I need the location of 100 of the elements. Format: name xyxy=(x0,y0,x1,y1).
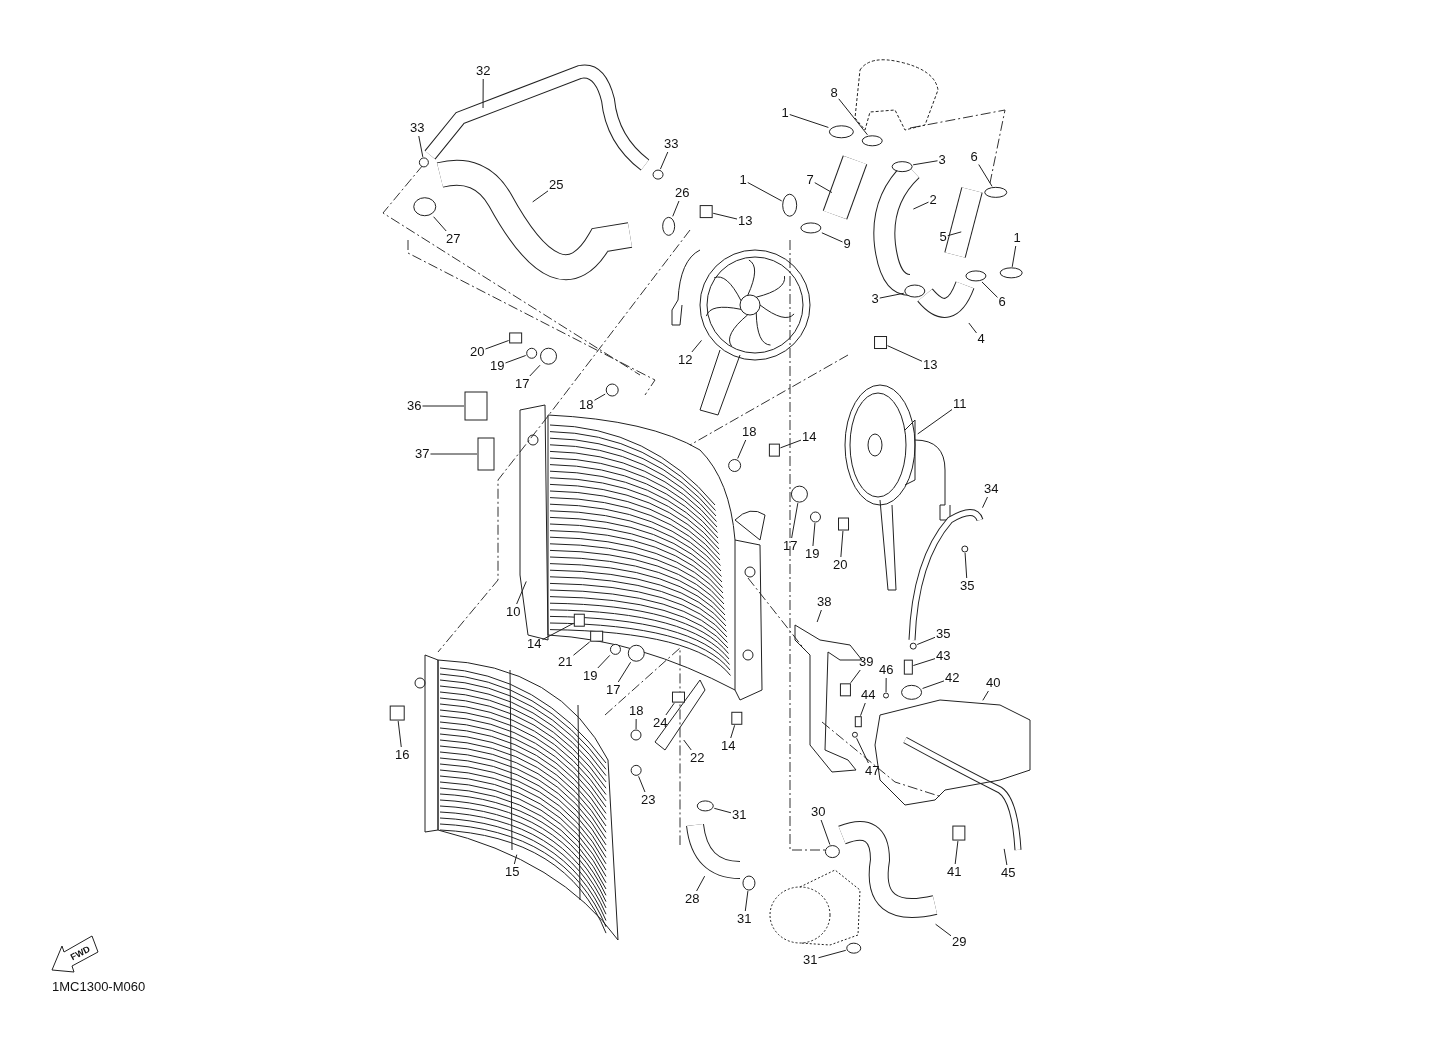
callout-number: 33 xyxy=(664,137,679,151)
leader-line xyxy=(638,775,646,793)
callout-number: 3 xyxy=(938,153,946,167)
callout-number: 1 xyxy=(1013,231,1021,245)
ring-part xyxy=(909,642,917,650)
callout-number: 6 xyxy=(970,150,978,164)
callout-number: 13 xyxy=(738,214,753,228)
callout-number: 38 xyxy=(817,595,832,609)
block-part xyxy=(874,336,888,349)
callout-number: 9 xyxy=(843,237,851,251)
ring-part xyxy=(630,729,642,741)
callout-number: 41 xyxy=(947,865,962,879)
leader-line xyxy=(981,281,998,298)
callout-number: 31 xyxy=(732,808,747,822)
callout-number: 35 xyxy=(960,579,975,593)
callout-number: 28 xyxy=(685,892,700,906)
leader-line xyxy=(856,737,869,764)
callout-number: 18 xyxy=(579,398,594,412)
callout-number: 7 xyxy=(806,173,814,187)
callout-number: 29 xyxy=(952,935,967,949)
leader-line xyxy=(814,182,833,193)
callout-number: 19 xyxy=(490,359,505,373)
callout-number: 11 xyxy=(953,397,967,411)
block-part xyxy=(839,683,851,697)
callout-number: 39 xyxy=(859,655,874,669)
leader-line xyxy=(635,718,637,730)
callout-number: 10 xyxy=(506,605,521,619)
leader-line xyxy=(982,690,989,701)
callout-number: 14 xyxy=(802,430,817,444)
leader-line xyxy=(418,135,424,158)
leader-line xyxy=(789,114,829,128)
callout-number: 20 xyxy=(833,558,848,572)
callout-number: 27 xyxy=(446,232,461,246)
leader-line xyxy=(968,322,977,334)
callout-number: 18 xyxy=(629,704,644,718)
callout-number: 24 xyxy=(653,716,668,730)
leader-line xyxy=(954,840,959,865)
callout-number: 45 xyxy=(1001,866,1016,880)
leader-line xyxy=(730,724,736,739)
ring-part xyxy=(901,684,923,700)
leader-line xyxy=(964,552,968,579)
ring-part xyxy=(540,347,557,365)
block-part xyxy=(573,613,585,627)
callout-number: 30 xyxy=(811,805,826,819)
callout-number: 22 xyxy=(690,751,705,765)
ring-part xyxy=(418,157,429,168)
block-part xyxy=(768,443,780,457)
ring-part xyxy=(630,764,642,776)
leader-line xyxy=(860,702,866,717)
ring-part xyxy=(883,692,889,699)
ring-part xyxy=(824,845,840,859)
callout-number: 5 xyxy=(939,230,947,244)
ring-part xyxy=(861,135,883,147)
leader-line xyxy=(529,364,541,377)
leader-line xyxy=(737,439,747,459)
ring-part xyxy=(662,216,676,236)
block-part xyxy=(731,711,743,725)
leader-line xyxy=(1011,245,1017,268)
callout-number: 32 xyxy=(476,64,491,78)
callout-number: 36 xyxy=(407,399,422,413)
leader-line xyxy=(482,78,484,109)
leader-line xyxy=(912,160,938,166)
ring-part xyxy=(413,197,437,217)
ring-part xyxy=(846,942,862,954)
callout-number: 31 xyxy=(803,953,818,967)
leader-line xyxy=(541,622,574,641)
leader-line xyxy=(513,854,518,865)
leader-line xyxy=(982,496,988,509)
callout-number: 37 xyxy=(415,447,430,461)
callout-number: 42 xyxy=(945,671,960,685)
leader-line xyxy=(812,522,816,547)
callout-number: 17 xyxy=(783,539,798,553)
ring-part xyxy=(526,347,538,359)
callout-number: 16 xyxy=(395,748,410,762)
leader-line xyxy=(516,580,527,605)
leader-line xyxy=(713,807,732,814)
leader-line xyxy=(421,405,465,407)
callout-number: 44 xyxy=(861,688,876,702)
callout-number: 6 xyxy=(998,295,1006,309)
block-part xyxy=(464,391,488,421)
leader-line xyxy=(433,216,447,232)
ring-part xyxy=(790,485,808,503)
ring-part xyxy=(828,125,854,139)
leader-line xyxy=(840,530,844,558)
leader-line xyxy=(816,609,822,623)
leader-line xyxy=(484,340,510,350)
callout-number: 47 xyxy=(865,764,880,778)
leader-line xyxy=(879,292,905,299)
leader-line xyxy=(429,453,478,455)
callout-number: 34 xyxy=(984,482,999,496)
callout-number: 21 xyxy=(558,655,573,669)
callout-number: 3 xyxy=(871,292,879,306)
ring-part xyxy=(652,169,664,180)
leader-line xyxy=(850,669,861,684)
leader-line xyxy=(947,231,962,237)
block-part xyxy=(838,517,849,531)
callout-number: 19 xyxy=(805,547,820,561)
leader-line xyxy=(912,658,936,667)
callout-number: 46 xyxy=(879,663,894,677)
callout-number: 8 xyxy=(830,86,838,100)
